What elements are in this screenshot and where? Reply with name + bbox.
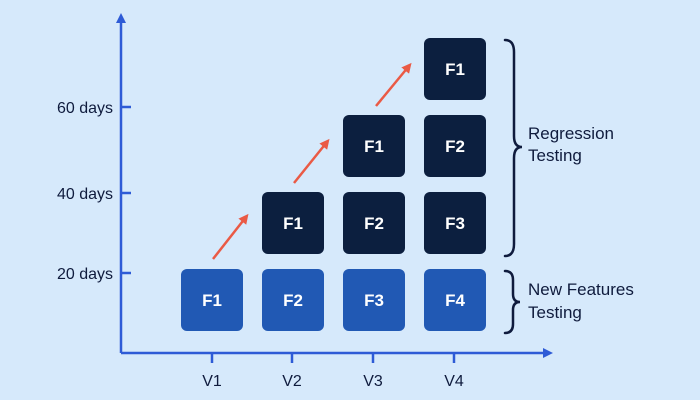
x-tick-label-v4: V4	[444, 373, 464, 390]
block-label: F2	[283, 291, 303, 310]
progression-arrow	[212, 213, 249, 260]
x-tick-label-v3: V3	[363, 373, 383, 390]
progression-arrows	[212, 62, 412, 260]
new-features-label-line1: New Features	[528, 280, 634, 299]
regression-label-line2: Testing	[528, 146, 582, 165]
new-feature-block	[343, 269, 405, 331]
new-feature-block	[262, 269, 324, 331]
new-features-brace	[503, 269, 521, 335]
regression-block	[424, 38, 486, 100]
block-label: F3	[364, 291, 384, 310]
y-tick-label-60: 60 days	[57, 100, 113, 117]
block-label: F4	[445, 291, 465, 310]
regression-block	[343, 115, 405, 177]
regression-block	[343, 192, 405, 254]
y-tick-label-20: 20 days	[57, 266, 113, 283]
block-label: F1	[202, 291, 222, 310]
y-tick-label-40: 40 days	[57, 186, 113, 203]
block-label: F1	[445, 60, 465, 79]
progression-arrow	[293, 138, 330, 184]
x-tick-label-v1: V1	[202, 373, 222, 390]
block-label: F2	[364, 214, 384, 233]
x-tick-label-v2: V2	[282, 373, 302, 390]
regression-block	[424, 115, 486, 177]
new-feature-block	[424, 269, 486, 331]
block-label: F1	[364, 137, 384, 156]
regression-brace	[503, 38, 523, 258]
regression-block	[424, 192, 486, 254]
regression-block	[262, 192, 324, 254]
new-feature-block	[181, 269, 243, 331]
regression-label-line1: Regression	[528, 124, 614, 143]
block-label: F2	[445, 137, 465, 156]
block-label: F1	[283, 214, 303, 233]
block-label: F3	[445, 214, 465, 233]
progression-arrow	[375, 62, 412, 107]
new-features-label-line2: Testing	[528, 303, 582, 322]
